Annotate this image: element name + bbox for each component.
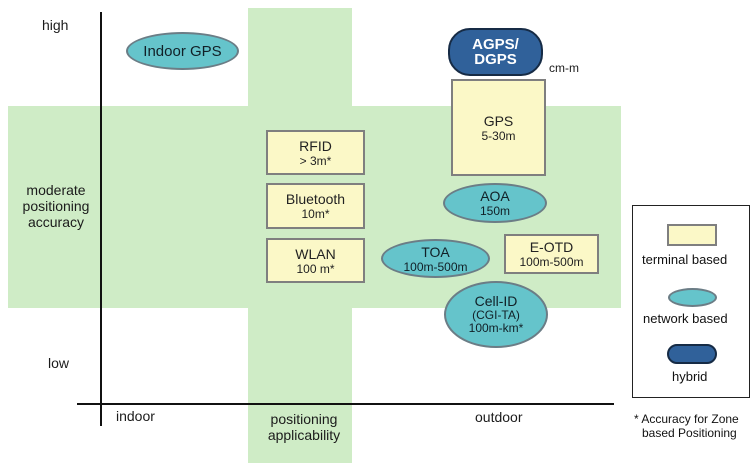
- x-axis-indoor-label: indoor: [116, 408, 155, 424]
- cell-id-label-line-1: Cell-ID: [474, 292, 518, 309]
- gps-node: GPS 5-30m: [451, 79, 546, 176]
- network-legend-swatch: [668, 288, 717, 307]
- gps-label-line-2: 5-30m: [481, 128, 516, 143]
- y-axis-moderate-line-2: positioning: [22, 198, 90, 215]
- agps-dgps-node: AGPS/ DGPS: [448, 28, 543, 76]
- zone-accuracy-note: * Accuracy for Zone based Positioning: [634, 412, 739, 441]
- gps-label-line-1: GPS: [483, 112, 514, 129]
- bluetooth-label-line-1: Bluetooth: [285, 191, 346, 207]
- cell-id-node: Cell-ID (CGI-TA) 100m-km*: [444, 281, 548, 348]
- eotd-label-line-2: 100m-500m: [519, 255, 584, 269]
- agps-label-line-2: DGPS: [474, 51, 517, 68]
- terminal-legend-swatch: [667, 224, 717, 246]
- indoor-gps-label: Indoor GPS: [143, 42, 222, 60]
- zone-note-line-1: * Accuracy for Zone: [634, 412, 739, 426]
- x-axis-applicability-line-2: applicability: [267, 427, 341, 444]
- x-axis-applicability-line-1: positioning: [270, 411, 338, 427]
- x-axis-outdoor-label: outdoor: [475, 409, 523, 425]
- toa-label-line-1: TOA: [421, 243, 450, 260]
- x-axis-line: [77, 403, 614, 405]
- y-axis-high-label: high: [42, 17, 69, 33]
- indoor-gps-node: Indoor GPS: [126, 32, 239, 70]
- hybrid-legend-label: hybrid: [672, 369, 708, 384]
- rfid-label-line-1: RFID: [299, 137, 332, 154]
- eotd-label-line-1: E-OTD: [529, 239, 574, 255]
- y-axis-moderate-line-1: moderate: [26, 182, 86, 198]
- aoa-node: AOA 150m: [443, 183, 547, 223]
- positioning-applicability-band: [248, 8, 352, 463]
- y-axis-line: [100, 12, 102, 426]
- hybrid-legend-swatch: [667, 344, 717, 364]
- aoa-label-line-1: AOA: [480, 188, 510, 204]
- eotd-node: E-OTD 100m-500m: [504, 234, 599, 274]
- legend-panel: terminal based network based hybrid: [632, 205, 750, 398]
- zone-note-line-2: based Positioning: [642, 426, 737, 441]
- aoa-label-line-2: 150m: [479, 204, 511, 218]
- wlan-node: WLAN 100 m*: [266, 238, 365, 283]
- agps-label-line-1: AGPS/: [472, 35, 519, 53]
- toa-node: TOA 100m-500m: [381, 239, 490, 278]
- x-axis-applicability-label: positioning applicability: [264, 411, 344, 443]
- bluetooth-label-line-2: 10m*: [301, 207, 330, 221]
- cell-id-label-line-2: (CGI-TA): [472, 308, 520, 322]
- bluetooth-node: Bluetooth 10m*: [266, 183, 365, 229]
- wlan-label-line-1: WLAN: [295, 245, 336, 262]
- cell-id-label-line-3: 100m-km*: [468, 321, 524, 336]
- terminal-legend-label: terminal based: [642, 252, 728, 267]
- rfid-label-line-2: > 3m*: [299, 153, 332, 168]
- y-axis-low-label: low: [48, 355, 70, 371]
- toa-label-line-2: 100m-500m: [403, 259, 468, 274]
- agps-accuracy-label: cm-m: [549, 61, 579, 75]
- network-legend-label: network based: [643, 311, 728, 326]
- y-axis-moderate-label: moderate positioning accuracy: [20, 182, 92, 230]
- y-axis-moderate-line-3: accuracy: [27, 214, 85, 231]
- rfid-node: RFID > 3m*: [266, 130, 365, 175]
- wlan-label-line-2: 100 m*: [296, 261, 335, 276]
